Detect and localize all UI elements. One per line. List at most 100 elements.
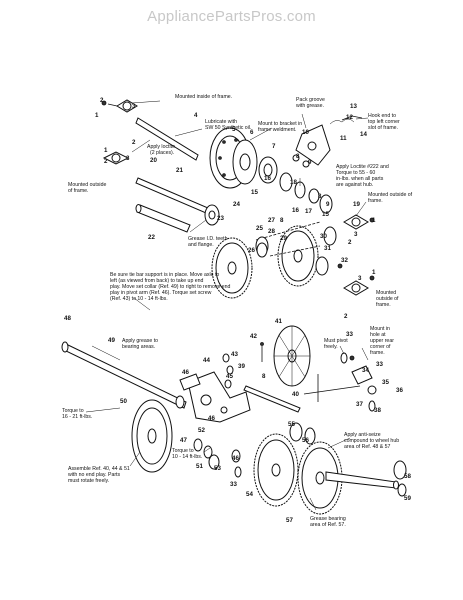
callout-30: 30 — [320, 233, 327, 240]
callout-18: 18 — [290, 179, 297, 186]
note-anti-seize-2: compound to wheel hub — [344, 438, 399, 444]
note-mount-hole-3: upper rear — [370, 338, 394, 344]
left-bearing-mid — [102, 151, 130, 165]
callout-2-c: 2 — [104, 158, 108, 165]
callout-40: 40 — [292, 391, 299, 398]
callout-29: 29 — [280, 235, 287, 242]
note-loctite222-4: are against hub. — [336, 182, 373, 188]
callout-55: 55 — [288, 421, 295, 428]
pulley-51 — [131, 399, 173, 473]
callout-1-c: 1 — [104, 147, 108, 154]
note-bar-support-5: (Ref. 43) to 10 - 14 ft-lbs. — [110, 296, 168, 302]
set-collar-49 — [175, 395, 185, 409]
pivot-block-34 — [349, 355, 377, 395]
pivot-arm-assembly — [179, 371, 251, 423]
upper-shaft — [135, 117, 199, 161]
callout-2-e: 2 — [344, 313, 348, 320]
callout-1-b: 1 — [372, 217, 376, 224]
callout-37: 37 — [356, 401, 363, 408]
callout-45: 45 — [226, 373, 233, 380]
note-mounted-outside-right-2: frame. — [368, 198, 383, 204]
callout-26: 26 — [248, 247, 255, 254]
callout-46-c: 46 — [232, 455, 239, 462]
watermark: AppliancePartsPros.com — [147, 8, 316, 25]
shaft-40 — [243, 385, 301, 413]
note-mount-hole-5: frame. — [370, 350, 385, 356]
callout-33-b: 33 — [376, 361, 383, 368]
callout-28: 28 — [268, 228, 275, 235]
drive-chain — [255, 221, 321, 257]
note-hook-3: slot of frame. — [368, 125, 398, 131]
note-mount-bracket-1: Mount to bracket in — [258, 121, 302, 127]
callout-44: 44 — [203, 357, 210, 364]
callout-33-c: 33 — [230, 481, 237, 488]
shift-arm — [295, 124, 331, 166]
callout-43: 43 — [231, 351, 238, 358]
callout-6: 6 — [250, 129, 254, 136]
callout-25: 25 — [256, 225, 263, 232]
note-grease-id-1: Grease I.D. teeth — [188, 236, 228, 242]
callout-7: 7 — [272, 143, 276, 150]
callout-51: 51 — [196, 463, 203, 470]
note-mounted-outside-left-1: Mounted outside — [68, 182, 106, 188]
note-assemble-2: with no end play. Parts — [68, 472, 121, 478]
note-torque-16-2: 16 - 21 ft-lbs. — [62, 414, 92, 420]
callout-16-b: 16 — [292, 207, 299, 214]
callout-42: 42 — [250, 333, 257, 340]
note-grease-bearing-2: area of Ref. 57. — [310, 522, 346, 528]
callout-17: 17 — [305, 208, 312, 215]
callout-21: 21 — [176, 167, 183, 174]
note-lubricate-2: SW 50 Synthetic oil. — [205, 125, 251, 131]
callout-23: 23 — [217, 215, 224, 222]
sprocket-large-right — [277, 225, 319, 287]
callout-10: 10 — [302, 129, 309, 136]
leader-lines — [85, 100, 369, 511]
callout-41: 41 — [275, 318, 282, 325]
note-torque-10-2: 10 - 14 ft-lbs. — [172, 454, 202, 460]
note-bar-support-2: left (as viewed from back) to take up en… — [110, 278, 204, 284]
callout-8-c: 8 — [280, 217, 284, 224]
callout-36: 36 — [396, 387, 403, 394]
note-anti-seize-1: Apply anti-seize — [344, 432, 381, 438]
note-must-pivot-2: freely. — [324, 344, 338, 350]
note-mount-hole-2: hole at — [370, 332, 386, 338]
callout-1-a: 1 — [95, 112, 99, 119]
callout-19: 19 — [353, 201, 360, 208]
note-apply-loctite-2: (2 places). — [150, 150, 174, 156]
callout-8-b: 8 — [318, 193, 322, 200]
note-mounted-outside-mid-3: frame. — [376, 302, 391, 308]
main-axle-48 — [61, 341, 187, 409]
right-bearing-lower — [337, 263, 375, 296]
note-mounted-inside: Mounted inside of frame. — [175, 94, 232, 100]
callout-58: 58 — [404, 473, 411, 480]
callout-5: 5 — [232, 126, 236, 133]
callout-59: 59 — [404, 495, 411, 502]
callout-24: 24 — [233, 201, 240, 208]
callout-48: 48 — [64, 315, 71, 322]
callout-46-b: 46 — [208, 415, 215, 422]
note-mounted-outside-mid-1: Mounted — [376, 290, 396, 296]
spacer-tube-22 — [135, 204, 191, 233]
note-bar-support-1: Be sure tie bar support is in place. Mov… — [110, 272, 219, 278]
callout-54: 54 — [246, 491, 253, 498]
drive-pulley — [209, 127, 258, 189]
gear-26 — [256, 242, 268, 258]
callout-8-d: 8 — [262, 373, 266, 380]
sprocket-57-right — [297, 441, 343, 515]
callout-1-d: 1 — [372, 269, 376, 276]
callout-35: 35 — [382, 379, 389, 386]
note-bar-support-4: play in pivot arm (Ref. 46). Torque set … — [110, 290, 212, 296]
callout-50: 50 — [120, 398, 127, 405]
callout-2-a: 2 — [100, 97, 104, 104]
callout-46-a: 46 — [182, 369, 189, 376]
callout-3-b: 3 — [354, 231, 358, 238]
note-apply-loctite-1: Apply loctite — [147, 144, 175, 150]
wheel-shaft-57 — [325, 471, 399, 490]
note-pack-groove-1: Pack groove — [296, 97, 325, 103]
callout-2-b: 2 — [348, 239, 352, 246]
note-apply-grease-2: bearing areas. — [122, 344, 155, 350]
note-lubricate-1: Lubricate with — [205, 119, 237, 125]
callout-4: 4 — [194, 112, 198, 119]
callout-15-b: 15 — [322, 211, 329, 218]
